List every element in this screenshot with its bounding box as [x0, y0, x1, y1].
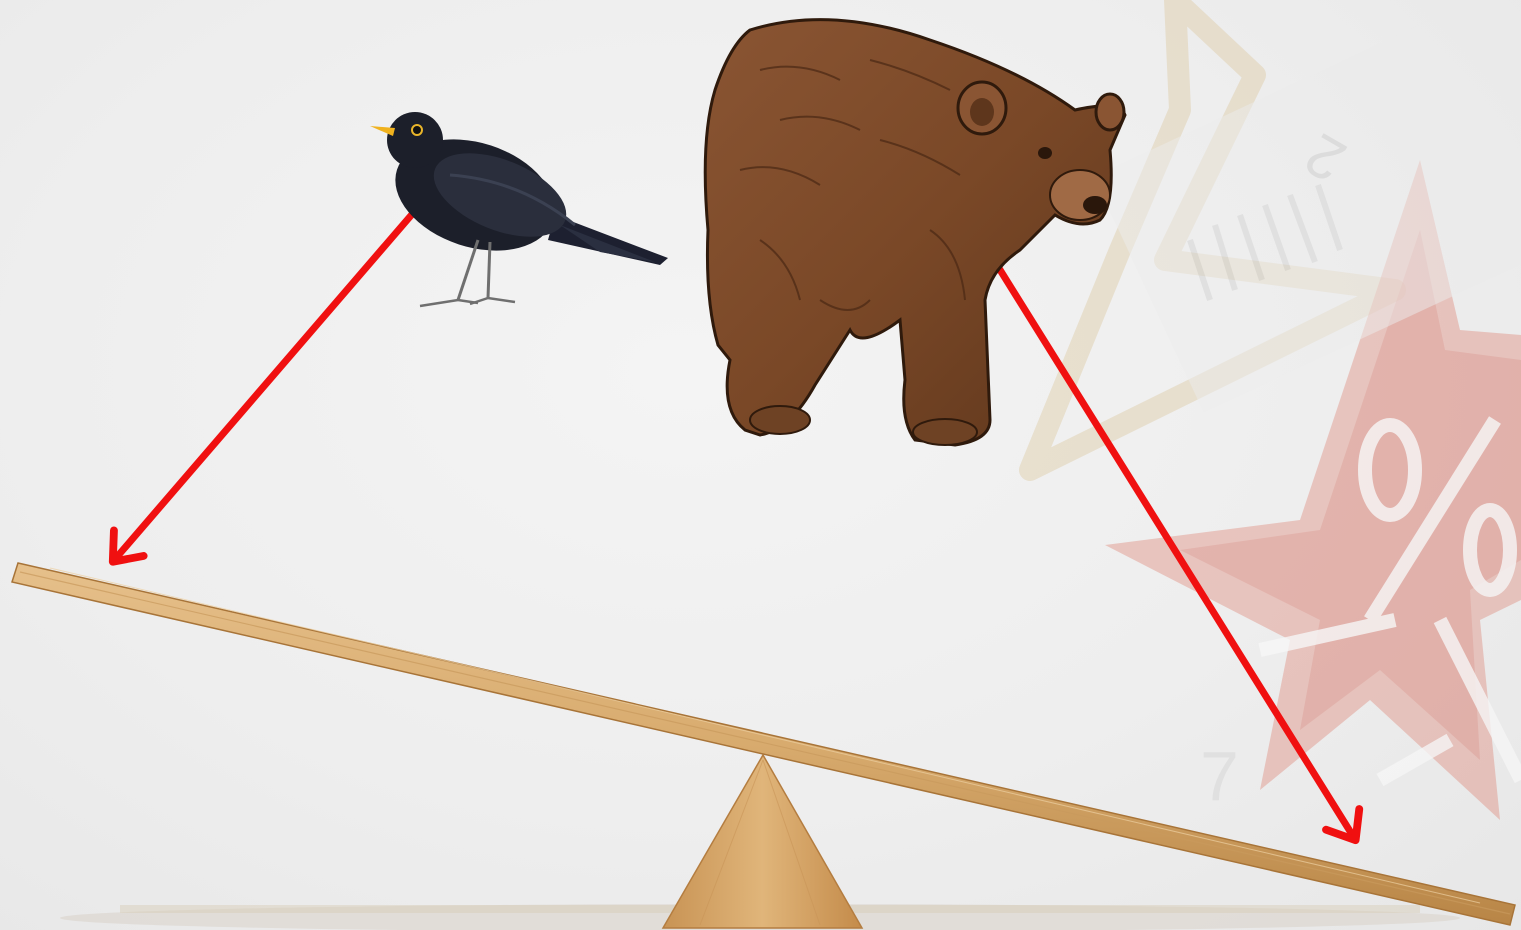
watermark-digit-7: 7: [1200, 737, 1239, 815]
seesaw-fulcrum: [663, 755, 862, 928]
blackbird-icon: [370, 112, 668, 306]
arrow-icon: [116, 212, 414, 558]
